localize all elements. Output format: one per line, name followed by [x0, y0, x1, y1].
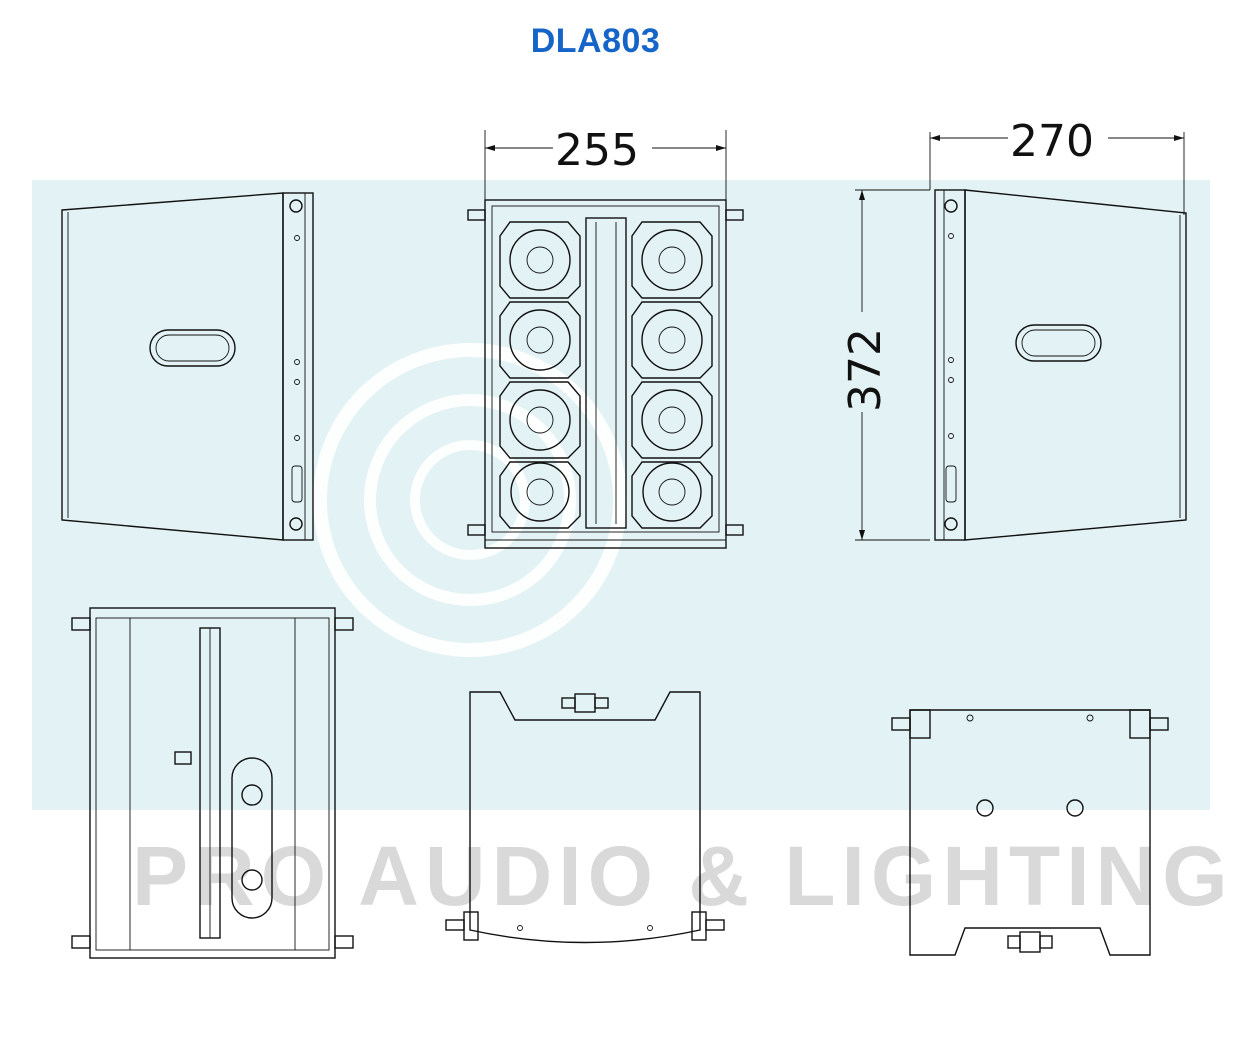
front-view: 255: [467, 125, 744, 549]
bottom-view: [891, 709, 1169, 956]
dimension-height-label: 372: [840, 328, 891, 412]
rear-view: [71, 607, 354, 959]
top-view: [445, 691, 725, 944]
side-view-right: 270 372: [840, 116, 1187, 541]
watermark-text: PRO AUDIO & LIGHTING: [132, 829, 1234, 923]
dimension-depth-label: 270: [1010, 116, 1094, 167]
drawing-title: DLA803: [530, 22, 661, 60]
woofer-column-right: [631, 221, 713, 529]
watermark-background: PRO AUDIO & LIGHTING: [32, 180, 1234, 923]
side-view-left: [61, 192, 314, 541]
dimension-width-label: 255: [555, 125, 639, 176]
woofer-column-left: [499, 221, 581, 529]
